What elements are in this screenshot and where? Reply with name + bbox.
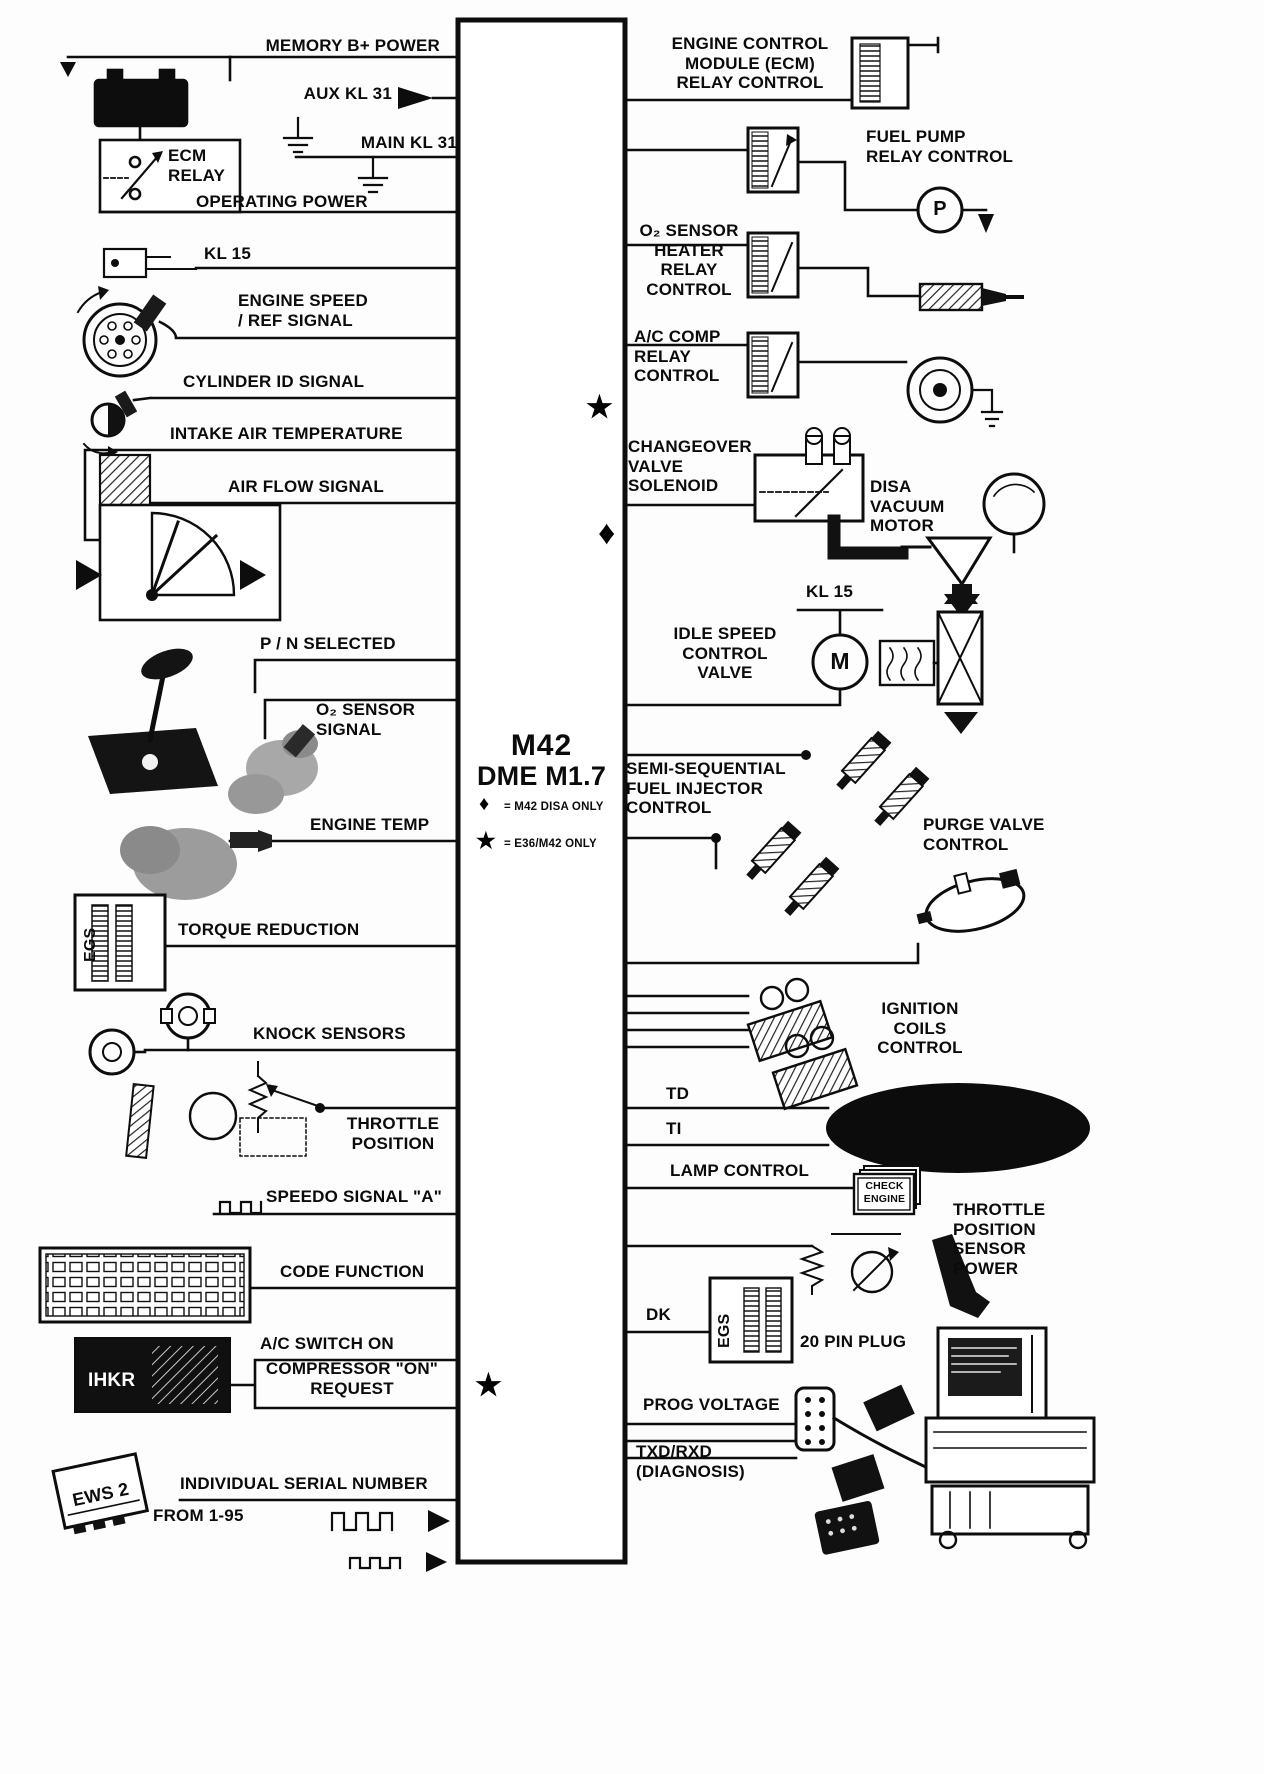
o2-heater-relay-icon (623, 231, 1024, 312)
code-keypad-icon (38, 1246, 460, 1324)
label-td: TD (666, 1084, 690, 1103)
label-throttle-sensor-power: THROTTLE POSITION SENSOR POWER (953, 1200, 1046, 1279)
label-torque-reduction: TORQUE REDUCTION (178, 920, 360, 939)
serial-wire (178, 1498, 460, 1532)
label-kl15-left: KL 15 (204, 244, 251, 263)
label-kl15-right: KL 15 (806, 582, 853, 601)
label-cylinder-id: CYLINDER ID SIGNAL (183, 372, 365, 391)
engine-temp-sensor-drawing (120, 826, 460, 900)
ews2-box (51, 1452, 150, 1535)
o2-sensor-drawing (228, 698, 460, 814)
egs-left-box (73, 893, 460, 992)
legend-star-text: = E36/M42 ONLY (504, 838, 597, 850)
dme-title-line1: M42 (510, 729, 573, 762)
diamond-marker: ♦ (598, 514, 616, 552)
label-fuel-pump: FUEL PUMP RELAY CONTROL (866, 127, 1014, 166)
label-pn-selected: P / N SELECTED (260, 634, 396, 653)
label-memory-power: MEMORY B+ POWER (265, 36, 440, 55)
label-dk: DK (646, 1305, 671, 1324)
label-knock-sensors: KNOCK SENSORS (253, 1024, 406, 1043)
ground-icon-1 (282, 116, 314, 154)
label-serial-number: INDIVIDUAL SERIAL NUMBER (180, 1474, 428, 1493)
label-ignition-coils: IGNITION COILS CONTROL (877, 999, 963, 1058)
label-prog-voltage: PROG VOLTAGE (643, 1395, 780, 1414)
ecm-relay-control-wire (623, 36, 940, 110)
idle-speed-valve-icon (623, 582, 984, 734)
kl15-switch-icon (102, 247, 460, 279)
label-o2-sensor: O₂ SENSOR SIGNAL (316, 700, 416, 739)
label-operating-power: OPERATING POWER (196, 192, 368, 211)
label-check-engine: CHECK ENGINE (863, 1180, 906, 1206)
label-egs-right: EGS (716, 1313, 733, 1348)
label-purge-valve: PURGE VALVE CONTROL (923, 815, 1045, 854)
gear-shifter-icon (88, 648, 218, 794)
label-air-flow: AIR FLOW SIGNAL (228, 477, 384, 496)
dme-box (455, 17, 628, 1565)
star-marker-bottom: ★ (475, 1369, 502, 1402)
ignition-coils-icon (623, 977, 859, 1111)
throttle-pot-icon (125, 1061, 460, 1159)
ground-icon-2 (357, 155, 389, 194)
idle-motor-symbol: M (830, 648, 850, 674)
label-compressor-request: COMPRESSOR "ON" REQUEST (265, 1359, 439, 1398)
label-aux-kl31: AUX KL 31 (303, 84, 392, 103)
label-engine-speed: ENGINE SPEED / REF SIGNAL (238, 291, 368, 330)
battery-icon (93, 68, 189, 142)
crank-sensor-icon (76, 286, 460, 378)
label-semi-sequential: SEMI-SEQUENTIAL FUEL INJECTOR CONTROL (626, 759, 786, 818)
diagnostic-tester-icon (814, 1326, 1096, 1555)
label-egs-left: EGS (82, 927, 99, 962)
label-ti: TI (666, 1119, 682, 1138)
label-ecm-relay: ECM RELAY (168, 146, 226, 185)
fuel-injectors-icon (623, 730, 930, 916)
instrument-cluster-icon (623, 1083, 1090, 1173)
intake-air-wire (83, 448, 460, 542)
label-speedo-signal: SPEEDO SIGNAL "A" (266, 1187, 443, 1206)
label-lamp-control: LAMP CONTROL (670, 1161, 810, 1180)
label-idle-speed: IDLE SPEED CONTROL VALVE (673, 624, 777, 683)
label-ac-switch: A/C SWITCH ON (260, 1334, 394, 1353)
label-ac-comp: A/C COMP RELAY CONTROL (634, 327, 721, 386)
legend-star-icon: ★ (476, 828, 496, 853)
dme-title-line2: DME M1.7 (476, 761, 607, 791)
label-20pin-plug: 20 PIN PLUG (800, 1332, 907, 1351)
label-changeover: CHANGEOVER VALVE SOLENOID (628, 437, 752, 496)
label-engine-temp: ENGINE TEMP (310, 815, 430, 834)
label-from-195: FROM 1-95 (153, 1506, 244, 1525)
bottom-wave-icon (348, 1552, 447, 1572)
purge-valve-icon (623, 868, 1026, 965)
knock-sensors-icon (88, 992, 460, 1076)
cylinder-id-sensor-icon (82, 390, 460, 458)
20pin-plug-icon (794, 1386, 836, 1452)
changeover-solenoid-icon (623, 427, 1046, 618)
air-flow-meter-icon (76, 453, 460, 622)
prog-txd-wires (623, 1422, 798, 1460)
label-o2-heater: O₂ SENSOR HEATER RELAY CONTROL (639, 221, 739, 300)
label-code-function: CODE FUNCTION (280, 1262, 425, 1281)
label-txd-rxd: TXD/RXD (DIAGNOSIS) (636, 1442, 745, 1481)
legend-diamond-text: = M42 DISA ONLY (504, 801, 604, 813)
star-marker-top: ★ (586, 391, 613, 424)
check-engine-lamp-icon (623, 1165, 921, 1216)
ihkr-box (74, 1337, 460, 1413)
memory-power-wire (60, 55, 460, 82)
dk-egs-wire (623, 1276, 794, 1364)
label-main-kl31: MAIN KL 31 (360, 133, 457, 152)
fuel-pump-symbol: P (933, 198, 947, 220)
ac-comp-relay-icon (623, 331, 1004, 428)
speedo-wave-icon (212, 1200, 460, 1216)
throttle-sensor-power-icon (623, 1233, 990, 1318)
label-intake-air-temp: INTAKE AIR TEMPERATURE (170, 424, 403, 443)
label-ihkr: IHKR (88, 1370, 136, 1391)
label-ecm-relay-control: ENGINE CONTROL MODULE (ECM) RELAY CONTRO… (671, 34, 829, 93)
label-throttle-position: THROTTLE POSITION (346, 1114, 440, 1153)
pn-wire (253, 658, 460, 694)
label-disa-motor: DISA VACUUM MOTOR (870, 477, 945, 536)
aux-kl31-wire (398, 87, 460, 109)
legend-diamond-icon: ♦ (479, 793, 490, 815)
fuel-pump-relay-icon (623, 126, 994, 234)
